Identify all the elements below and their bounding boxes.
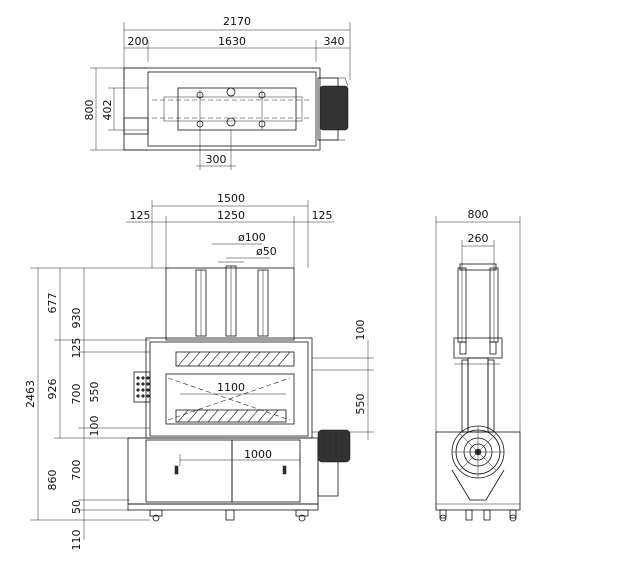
dim-side-width: 800 xyxy=(468,208,489,221)
cabinet-door-left xyxy=(145,439,233,503)
dim-platen-width: 1100 xyxy=(217,381,245,394)
front-view: 1500 125 1250 125 ø100 ø50 2463 677 926 … xyxy=(24,192,374,551)
top-view: 2170 200 1630 340 800 402 xyxy=(83,15,351,170)
dim-post-height: 930 xyxy=(70,308,83,329)
dim-wheel-height: 110 xyxy=(70,530,83,551)
dim-rod-diameter: ø50 xyxy=(256,245,277,258)
dim-inner-width: 1250 xyxy=(217,209,245,222)
dim-cabinet-height: 700 xyxy=(70,460,83,481)
dim-stroke: 550 xyxy=(88,382,101,403)
cabinet-door-right xyxy=(231,439,301,503)
base-cabinet xyxy=(127,437,319,505)
upper-platen xyxy=(175,351,295,367)
side-view: 800 260 xyxy=(435,208,521,522)
dim-cylinder-height: 677 xyxy=(46,293,59,314)
dim-right-stroke: 550 xyxy=(354,394,367,415)
top-reel-unit xyxy=(319,85,349,131)
top-inner-frame xyxy=(147,71,317,147)
wheel-right xyxy=(298,514,306,522)
dim-right-margin: 125 xyxy=(312,209,333,222)
dim-table-thickness: 100 xyxy=(88,416,101,437)
dim-column-spacing: 260 xyxy=(468,232,489,245)
cylinder-frame xyxy=(165,267,295,341)
dim-right-offset: 340 xyxy=(324,35,345,48)
control-panel xyxy=(133,371,151,403)
wheel-left xyxy=(152,514,160,522)
dim-outer-width: 1500 xyxy=(217,192,245,205)
dim-frame-width: 1630 xyxy=(218,35,246,48)
top-outer-frame xyxy=(123,67,321,151)
dim-table-width: 1000 xyxy=(244,448,272,461)
dim-left-margin: 125 xyxy=(130,209,151,222)
dim-post-diameter: ø100 xyxy=(238,231,266,244)
dim-total-height: 2463 xyxy=(24,380,37,408)
dim-left-offset: 200 xyxy=(128,35,149,48)
dim-inner-depth: 402 xyxy=(101,100,114,121)
dim-depth: 800 xyxy=(83,100,96,121)
front-reel-motor xyxy=(317,429,351,463)
dim-foot-height: 50 xyxy=(70,500,83,514)
lower-platen xyxy=(175,409,287,423)
dim-right-upper: 100 xyxy=(354,320,367,341)
dim-overall-width: 2170 xyxy=(223,15,251,28)
dim-post-spacing: 300 xyxy=(206,153,227,166)
dim-base-height: 860 xyxy=(46,470,59,491)
dim-chamber-height: 926 xyxy=(46,379,59,400)
dim-lower-chamber: 700 xyxy=(70,384,83,405)
dim-upper-gap: 125 xyxy=(70,338,83,359)
control-panel-buttons xyxy=(136,376,150,398)
